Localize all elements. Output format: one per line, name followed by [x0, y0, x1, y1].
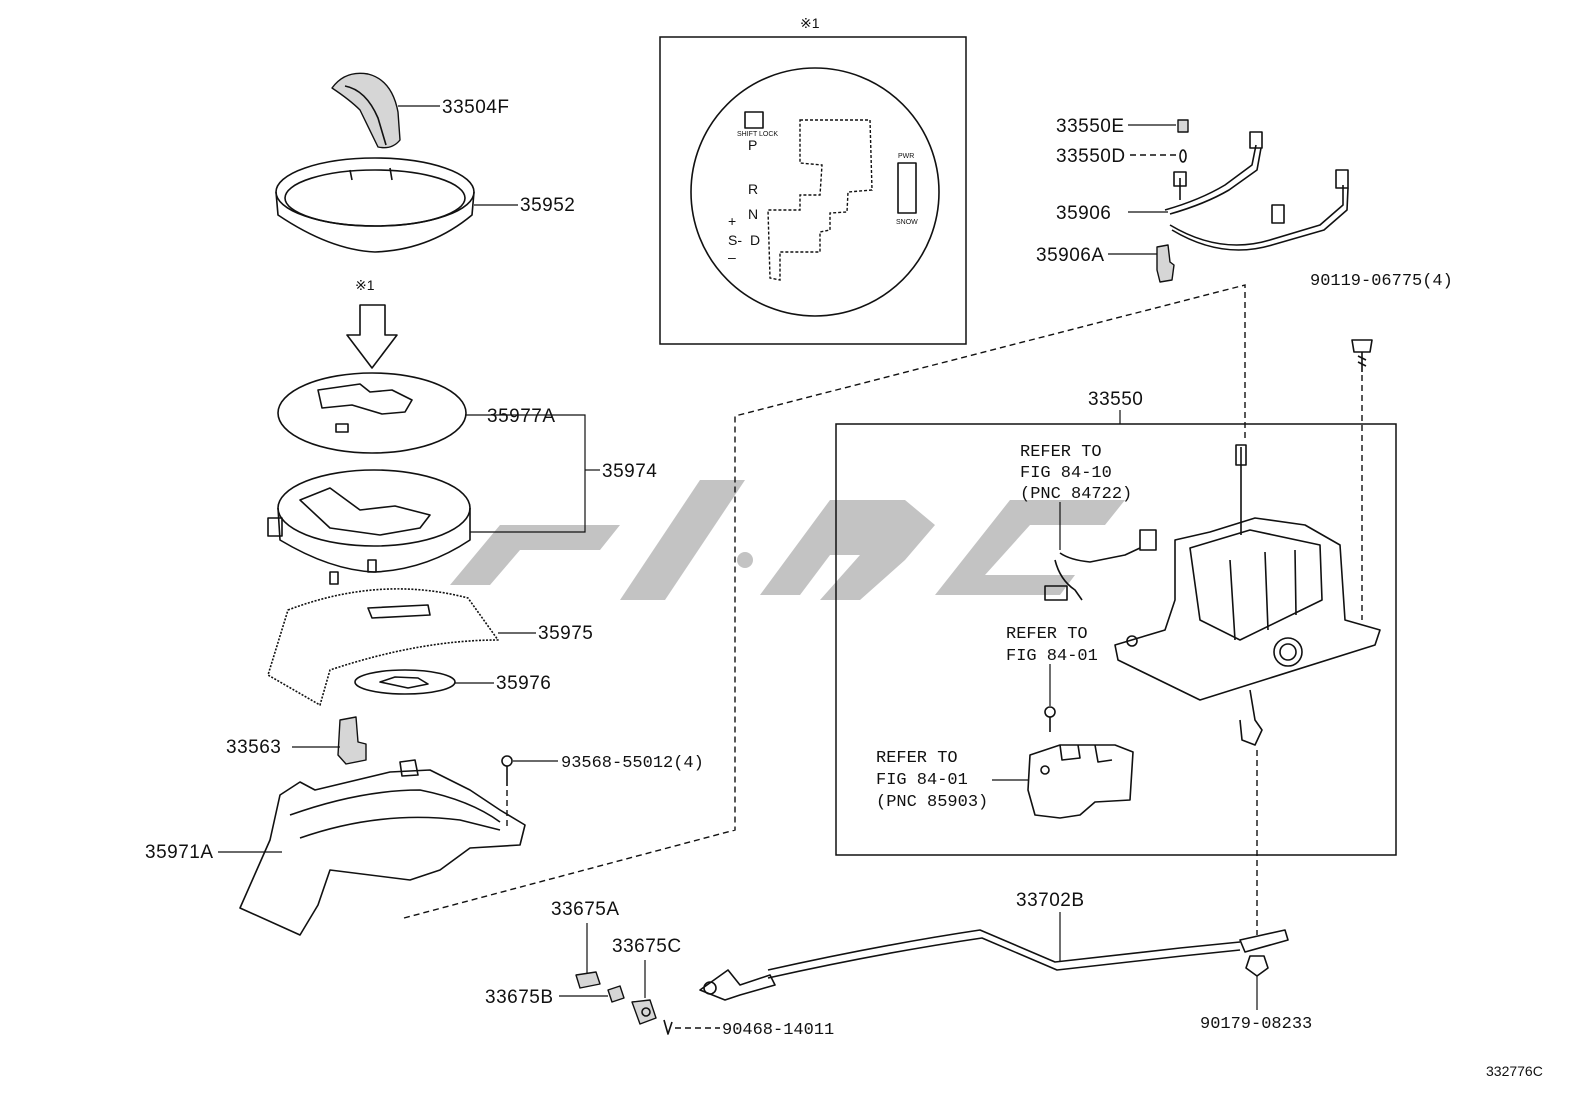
refer-note-3-line1: REFER TO [876, 749, 958, 768]
gate-disc [690, 67, 940, 317]
inset-note-symbol: ※1 [800, 15, 820, 31]
shift-lock-label: SHIFT LOCK [737, 131, 778, 138]
housing-part [218, 759, 526, 936]
indicator-assy-part [267, 469, 471, 585]
lever-assy-frame [835, 423, 1397, 856]
refer-wiring-part [1044, 502, 1157, 601]
label-35906A: 35906A [1036, 245, 1105, 266]
pwr-label: PWR [898, 153, 914, 160]
inset-frame [659, 36, 967, 345]
gate-slot [767, 119, 873, 281]
assembly-line-housing [403, 284, 1246, 919]
pin-d-part [1130, 149, 1187, 163]
label-35971A: 35971A [145, 842, 214, 863]
gate-position-n: N [748, 206, 758, 222]
label-90179-08233: 90179-08233 [1200, 1015, 1312, 1034]
refer-note-1-line2: FIG 84-10 [1020, 464, 1112, 483]
gate-sport: S- [728, 232, 742, 248]
refer-unit-part [992, 744, 1134, 819]
label-90468-14011: 90468-14011 [722, 1021, 834, 1040]
refer-note-3-line2: FIG 84-01 [876, 771, 968, 790]
label-33563: 33563 [226, 737, 281, 758]
lever-assy-part [1114, 444, 1381, 746]
refer-note-1-line3: (PNC 84722) [1020, 485, 1132, 504]
label-33550: 33550 [1088, 389, 1143, 410]
label-33550D: 33550D [1056, 146, 1126, 167]
refer-note-3-line3: (PNC 85903) [876, 793, 988, 812]
slide-disc-part [354, 669, 494, 695]
clip-part [663, 1019, 720, 1035]
refer-screw-part [1044, 664, 1056, 732]
nut-part [1245, 955, 1269, 1010]
figure-id: 332776C [1486, 1063, 1543, 1079]
label-35977A: 35977A [487, 406, 556, 427]
refer-note-2-line2: FIG 84-01 [1006, 647, 1098, 666]
gate-minus: – [728, 249, 736, 265]
screw-part [501, 755, 558, 830]
slide-cover-part [267, 588, 536, 706]
label-35976: 35976 [496, 673, 551, 694]
watermark [450, 480, 1125, 600]
gate-position-d: D [750, 232, 760, 248]
wire-harness-part [1128, 131, 1349, 251]
label-33702B: 33702B [1016, 890, 1085, 911]
switch-part [292, 716, 367, 765]
bracket-35974 [470, 414, 586, 533]
snow-label: SNOW [896, 219, 918, 226]
position-plate-part [277, 372, 558, 454]
mode-switch [897, 162, 917, 214]
gate-plate-inset: ※1 SHIFT LOCK P R N + S- D – PWR SNOW [659, 15, 967, 345]
label-90119-06775: 90119-06775(4) [1310, 272, 1453, 291]
gate-plus: + [728, 213, 736, 229]
label-33675A: 33675A [551, 899, 620, 920]
control-cable-part [699, 912, 1289, 1001]
label-35952: 35952 [520, 195, 575, 216]
cap-e-part [1128, 119, 1189, 133]
label-35974: 35974 [602, 461, 657, 482]
bushing-a-part [575, 923, 601, 989]
arrow-note-symbol: ※1 [355, 277, 375, 293]
bezel-ring-part [275, 157, 518, 253]
shift-lock-button [744, 111, 764, 129]
label-35906: 35906 [1056, 203, 1111, 224]
bolt-part [1351, 339, 1373, 372]
gate-position-p: P [748, 137, 757, 153]
label-35975: 35975 [538, 623, 593, 644]
label-33675B: 33675B [485, 987, 554, 1008]
knob-part [331, 72, 440, 149]
label-33675C: 33675C [612, 936, 682, 957]
refer-note-2-line1: REFER TO [1006, 625, 1088, 644]
connector-part [1108, 244, 1175, 283]
bushing-b-part [559, 985, 625, 1003]
bushing-c-part [631, 960, 657, 1025]
gate-position-r: R [748, 181, 758, 197]
down-arrow-icon [346, 304, 398, 369]
label-93568-55012: 93568-55012(4) [561, 754, 704, 773]
refer-note-1-line1: REFER TO [1020, 443, 1102, 462]
label-33504F: 33504F [442, 97, 509, 118]
label-33550E: 33550E [1056, 116, 1125, 137]
